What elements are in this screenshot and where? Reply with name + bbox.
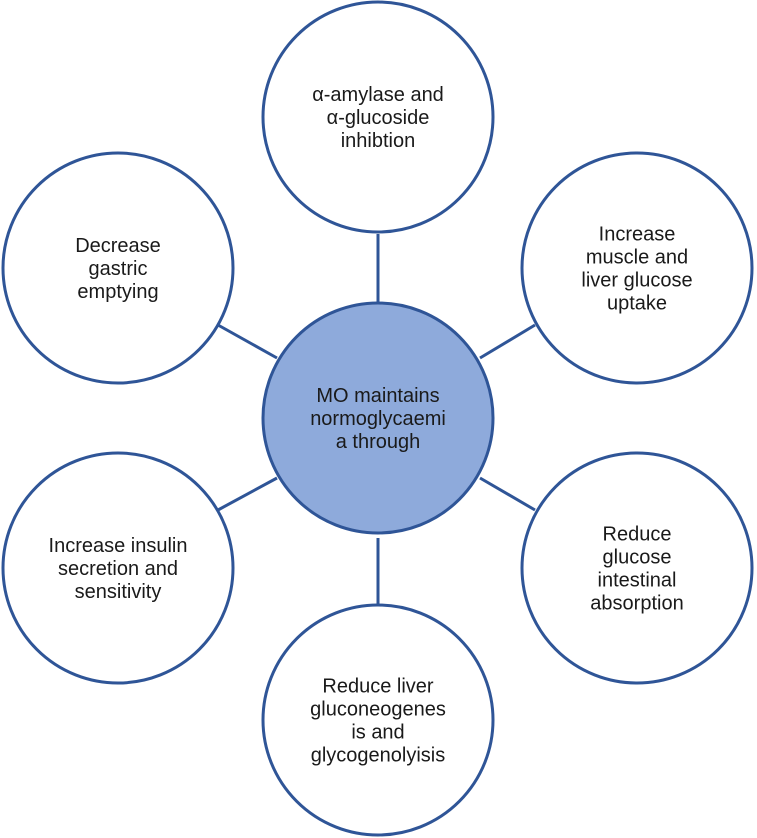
label-line: secretion and [58,558,178,580]
label-line: inhibtion [341,130,416,152]
label-line: glucose [603,547,672,569]
label-line: sensitivity [75,581,162,603]
label-line: glycogenolyisis [311,745,446,767]
label-line: Decrease [75,235,161,257]
label-line: Reduce [603,524,672,546]
label-line: MO maintains [316,385,439,407]
label-line: gluconeogenes [310,699,446,721]
label-line: uptake [607,293,667,315]
label-line: absorption [590,593,683,615]
connector-upper-right [479,323,536,360]
label-line: emptying [77,281,158,303]
connector-upper-left [217,323,278,360]
label-line: gastric [89,258,148,280]
label-line: normoglycaemi [310,408,446,430]
label-line: liver glucose [581,270,692,292]
label-line: α-amylase and [312,84,444,106]
label-line: a through [336,431,421,453]
label-line: is and [351,722,404,744]
connector-lower-right [479,476,536,512]
label-line: muscle and [586,247,688,269]
connector-lower-left [217,476,278,512]
label-line: Increase insulin [49,535,188,557]
label-line: Increase [599,224,676,246]
label-line: intestinal [598,570,677,592]
label-line: α-glucoside [327,107,430,129]
label-line: Reduce liver [322,676,434,698]
